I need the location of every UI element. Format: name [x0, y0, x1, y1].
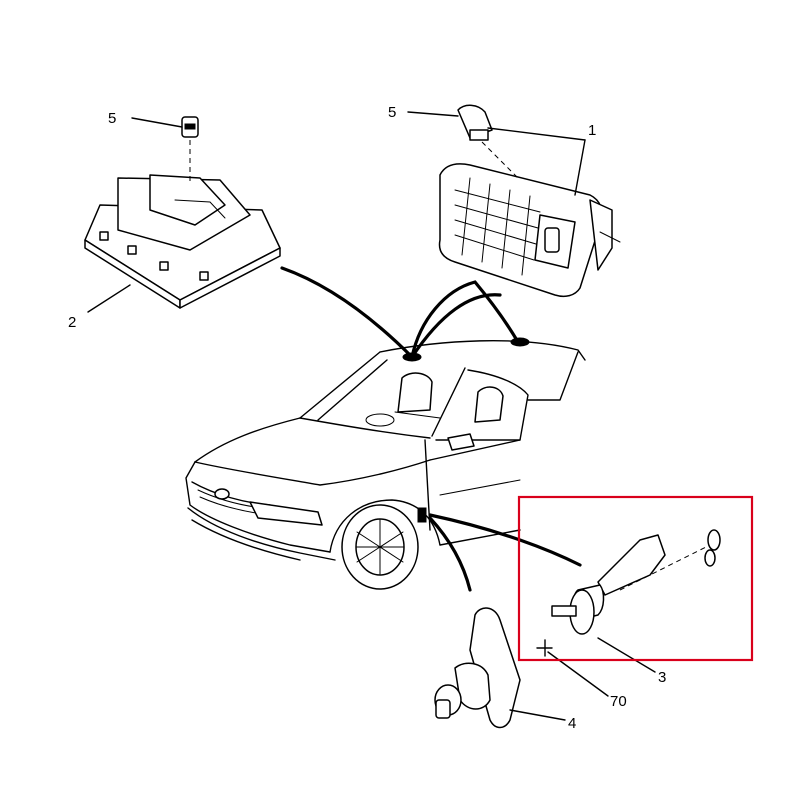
callout-label-2: 2 — [68, 314, 76, 331]
car-illustration — [185, 337, 586, 590]
ceiling-lamp-front — [84, 116, 281, 309]
callout-label-3: 3 — [658, 669, 666, 686]
callout-label-70: 70 — [610, 693, 627, 710]
lead-lines — [280, 266, 582, 592]
door-switch — [551, 529, 721, 635]
callout-label-5-left: 5 — [108, 110, 116, 127]
callout-label-1: 1 — [588, 122, 596, 139]
callout-label-4: 4 — [568, 715, 576, 732]
door-contact — [434, 607, 521, 729]
callout-label-5-right: 5 — [388, 104, 396, 121]
ceiling-lamp-rear — [438, 104, 621, 298]
highlight-box — [517, 495, 754, 662]
